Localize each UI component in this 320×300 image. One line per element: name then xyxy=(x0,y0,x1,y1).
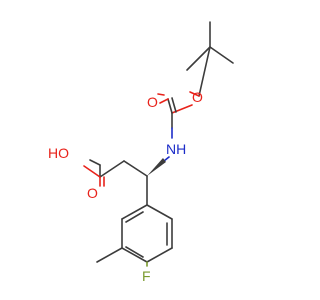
bond xyxy=(83,165,101,178)
benzene-ring xyxy=(121,204,173,263)
bond xyxy=(159,98,169,104)
atom-label-fluorine: F xyxy=(142,268,151,284)
bond xyxy=(171,97,177,113)
bond xyxy=(89,159,101,166)
atom-label-carbonyl-oxygen: O xyxy=(147,94,158,110)
bond xyxy=(121,247,148,263)
backbone xyxy=(83,156,170,206)
bond xyxy=(123,160,148,177)
molecule-structure: HO O NH O O F xyxy=(48,21,234,284)
atom-label-amine: NH xyxy=(166,141,186,157)
bond xyxy=(146,247,173,263)
bond xyxy=(189,91,200,97)
bond xyxy=(99,160,125,178)
bond xyxy=(121,204,148,220)
wedge-bond xyxy=(147,158,166,176)
tert-butyl-group xyxy=(186,21,234,97)
bond xyxy=(209,46,234,64)
ring-substituents xyxy=(96,247,148,267)
bond xyxy=(125,246,144,258)
bond xyxy=(163,156,170,162)
bond xyxy=(167,98,173,114)
bond xyxy=(198,46,211,97)
atom-label-hydroxyl: HO xyxy=(48,145,69,161)
atom-label-ether-oxygen: O xyxy=(192,89,203,105)
bond xyxy=(146,204,173,220)
bond xyxy=(157,93,165,96)
bond xyxy=(125,211,144,223)
boc-group xyxy=(157,91,200,139)
bond xyxy=(186,46,211,71)
atom-label-acid-oxygen: O xyxy=(87,185,98,201)
bond xyxy=(96,247,123,263)
